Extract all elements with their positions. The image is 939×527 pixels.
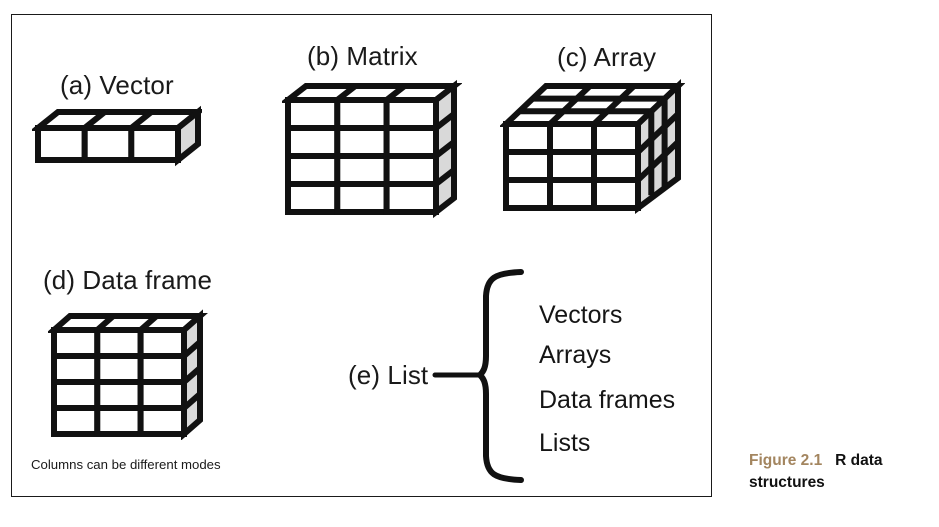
vector-diagram xyxy=(32,104,202,168)
list-item-vectors: Vectors xyxy=(539,301,623,329)
list-item-lists: Lists xyxy=(539,429,591,457)
figure-number: Figure 2.1 xyxy=(749,452,823,469)
caption-spacer xyxy=(822,452,835,469)
label-array: (c) Array xyxy=(557,42,657,72)
label-data-frame: (d) Data frame xyxy=(43,265,213,295)
data-frame-note: Columns can be different modes xyxy=(31,457,221,472)
list-item-arrays: Arrays xyxy=(539,341,612,369)
array-diagram xyxy=(500,78,685,218)
data-frame-diagram xyxy=(48,308,208,440)
matrix-diagram xyxy=(282,78,462,220)
label-vector: (a) Vector xyxy=(60,70,174,100)
figure-caption: Figure 2.1 R data structures xyxy=(749,450,929,494)
label-list: (e) List xyxy=(348,360,429,390)
label-matrix: (b) Matrix xyxy=(307,41,418,71)
list-item-data-frames: Data frames xyxy=(539,386,676,414)
list-brace xyxy=(425,262,535,490)
figure-caption-text: R data structures xyxy=(749,452,883,491)
